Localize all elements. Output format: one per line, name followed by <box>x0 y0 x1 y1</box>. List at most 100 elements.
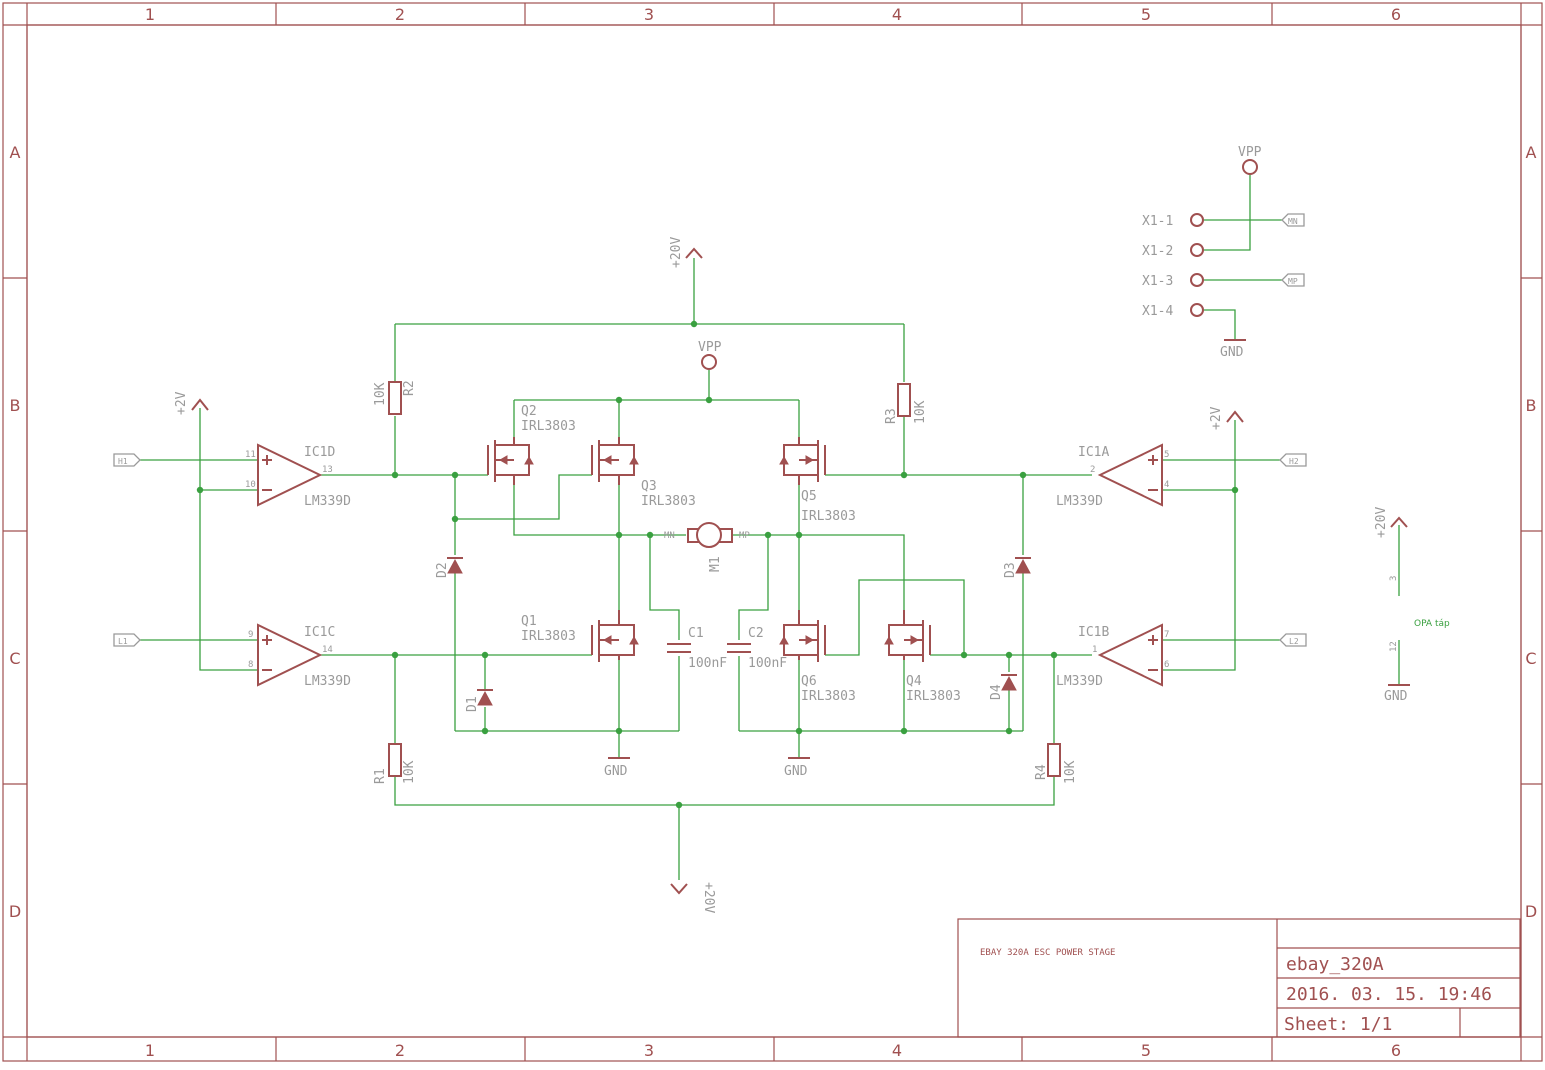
grid-row-a-right: A <box>1526 143 1537 162</box>
grid-col-1-top: 1 <box>145 5 155 24</box>
motor-m1: MN MP M1 <box>664 522 750 572</box>
diode-d4: D4 <box>989 674 1017 700</box>
power-plus20v-top: +20V <box>669 237 703 268</box>
q4-value: IRL3803 <box>906 689 961 704</box>
grid-row-a-left: A <box>10 143 21 162</box>
junctions <box>196 320 1239 809</box>
q2-value: IRL3803 <box>521 419 576 434</box>
q1-name: Q1 <box>521 614 537 629</box>
ic1a-pin-plus: 5 <box>1164 450 1169 460</box>
grid-row-c-left: C <box>9 649 20 668</box>
d1-name: D1 <box>465 696 480 712</box>
grid-col-3-top: 3 <box>644 5 654 24</box>
diode-d3: D3 <box>1003 557 1031 578</box>
connector-x1: X1-1 X1-2 X1-3 X1-4 <box>1142 213 1204 319</box>
gnd-supply-label: GND <box>1384 689 1408 704</box>
comparator-ic1c: 9 8 14 IC1C LM339D <box>248 623 351 689</box>
x1-3-label: X1-3 <box>1142 274 1173 289</box>
capacitor-c1: C1 100nF <box>667 626 727 671</box>
grid-col-1-bottom: 1 <box>145 1041 155 1060</box>
power-vpp-connector: VPP <box>1238 145 1262 175</box>
supply-note: OPA táp <box>1414 619 1450 629</box>
mosfet-q2: Q2 IRL3803 <box>487 404 576 485</box>
port-mn: MN <box>1281 213 1305 227</box>
grid-col-4-bottom: 4 <box>892 1041 902 1060</box>
mosfet-q4: Q4 IRL3803 <box>884 610 961 704</box>
grid-col-2-top: 2 <box>395 5 405 24</box>
title-name: ebay_320A <box>1286 954 1384 975</box>
x1-4-label: X1-4 <box>1142 304 1173 319</box>
q3-name: Q3 <box>641 479 657 494</box>
diode-d1: D1 <box>465 689 493 712</box>
power-minus20v-bottom: +20V <box>670 882 716 913</box>
grid-col-3-bottom: 3 <box>644 1041 654 1060</box>
grid-row-d-right: D <box>1525 902 1537 921</box>
port-l1-label: L1 <box>118 637 128 646</box>
gnd-q1-label: GND <box>604 764 628 779</box>
c2-name: C2 <box>748 626 764 641</box>
minus20v-label: +20V <box>701 882 716 913</box>
c1-name: C1 <box>688 626 704 641</box>
grid-col-6-top: 6 <box>1391 5 1401 24</box>
r1-name: R1 <box>373 768 388 784</box>
plus20v-top-label: +20V <box>669 237 684 268</box>
ic1d-pin-out: 13 <box>322 465 333 475</box>
r3-name: R3 <box>884 408 899 424</box>
title-block: EBAY 320A ESC POWER STAGE ebay_320A 2016… <box>957 918 1521 1038</box>
resistor-r2: 10K R2 <box>373 380 417 415</box>
r4-value: 10K <box>1063 760 1078 784</box>
power-vpp-center: VPP <box>698 340 722 370</box>
gnd-q6-label: GND <box>784 764 808 779</box>
grid-labels: 1 2 3 4 5 6 1 2 3 4 5 6 A B C D A B C D <box>9 5 1537 1060</box>
diode-d2: D2 <box>435 557 463 578</box>
gnd-q6: GND <box>784 757 810 779</box>
ic1a-pin-minus: 4 <box>1164 480 1169 490</box>
vpp-connector-label: VPP <box>1238 145 1262 160</box>
x1-1-label: X1-1 <box>1142 214 1173 229</box>
ic1b-name: IC1B <box>1078 625 1109 640</box>
r4-name: R4 <box>1034 764 1049 780</box>
mosfet-q3: Q3 IRL3803 <box>591 437 696 509</box>
d2-name: D2 <box>435 562 450 578</box>
r2-name: R2 <box>402 380 417 396</box>
port-h2: H2 <box>1279 453 1307 467</box>
ic1b-pin-minus: 6 <box>1164 660 1169 670</box>
ic1a-value: LM339D <box>1056 494 1103 509</box>
grid-row-b-right: B <box>1526 396 1537 415</box>
ic1d-pin-plus: 11 <box>245 450 256 460</box>
title-sheet: Sheet: 1/1 <box>1284 1014 1392 1035</box>
gnd-connector-label: GND <box>1220 345 1244 360</box>
ic1c-value: LM339D <box>304 674 351 689</box>
d4-name: D4 <box>989 684 1004 700</box>
r3-value: 10K <box>913 400 928 424</box>
grid-row-b-left: B <box>10 396 21 415</box>
port-mn-label: MN <box>1288 217 1298 226</box>
c2-value: 100nF <box>748 656 787 671</box>
port-h1-label: H1 <box>118 457 128 466</box>
ic1b-pin-plus: 7 <box>1164 630 1169 640</box>
m1-pin-p: MP <box>739 531 750 541</box>
ic1a-name: IC1A <box>1078 445 1109 460</box>
q3-value: IRL3803 <box>641 494 696 509</box>
supply-pins: 3 12 OPA táp <box>1389 576 1450 652</box>
plus2v-left-label: +2V <box>174 391 189 415</box>
port-l2-label: L2 <box>1289 637 1299 646</box>
gnd-q1: GND <box>604 757 630 779</box>
mosfet-q6: Q6 IRL3803 <box>779 610 856 704</box>
port-l2: L2 <box>1279 633 1307 647</box>
mosfet-q5: Q5 IRL3803 <box>779 437 856 524</box>
d3-name: D3 <box>1003 562 1018 578</box>
wires <box>140 174 1400 880</box>
power-plus2v-left: +2V <box>174 391 209 415</box>
ic1d-pin-minus: 10 <box>245 480 256 490</box>
q5-name: Q5 <box>801 489 817 504</box>
grid-row-d-left: D <box>9 902 21 921</box>
ic1c-pin-minus: 8 <box>248 660 253 670</box>
resistor-r4: R4 10K <box>1034 743 1078 784</box>
m1-pin-n: MN <box>664 531 675 541</box>
comparator-ic1b: 7 6 1 IC1B LM339D <box>1056 623 1169 689</box>
grid-col-4-top: 4 <box>892 5 902 24</box>
ic1b-pin-out: 1 <box>1092 645 1097 655</box>
c1-value: 100nF <box>688 656 727 671</box>
